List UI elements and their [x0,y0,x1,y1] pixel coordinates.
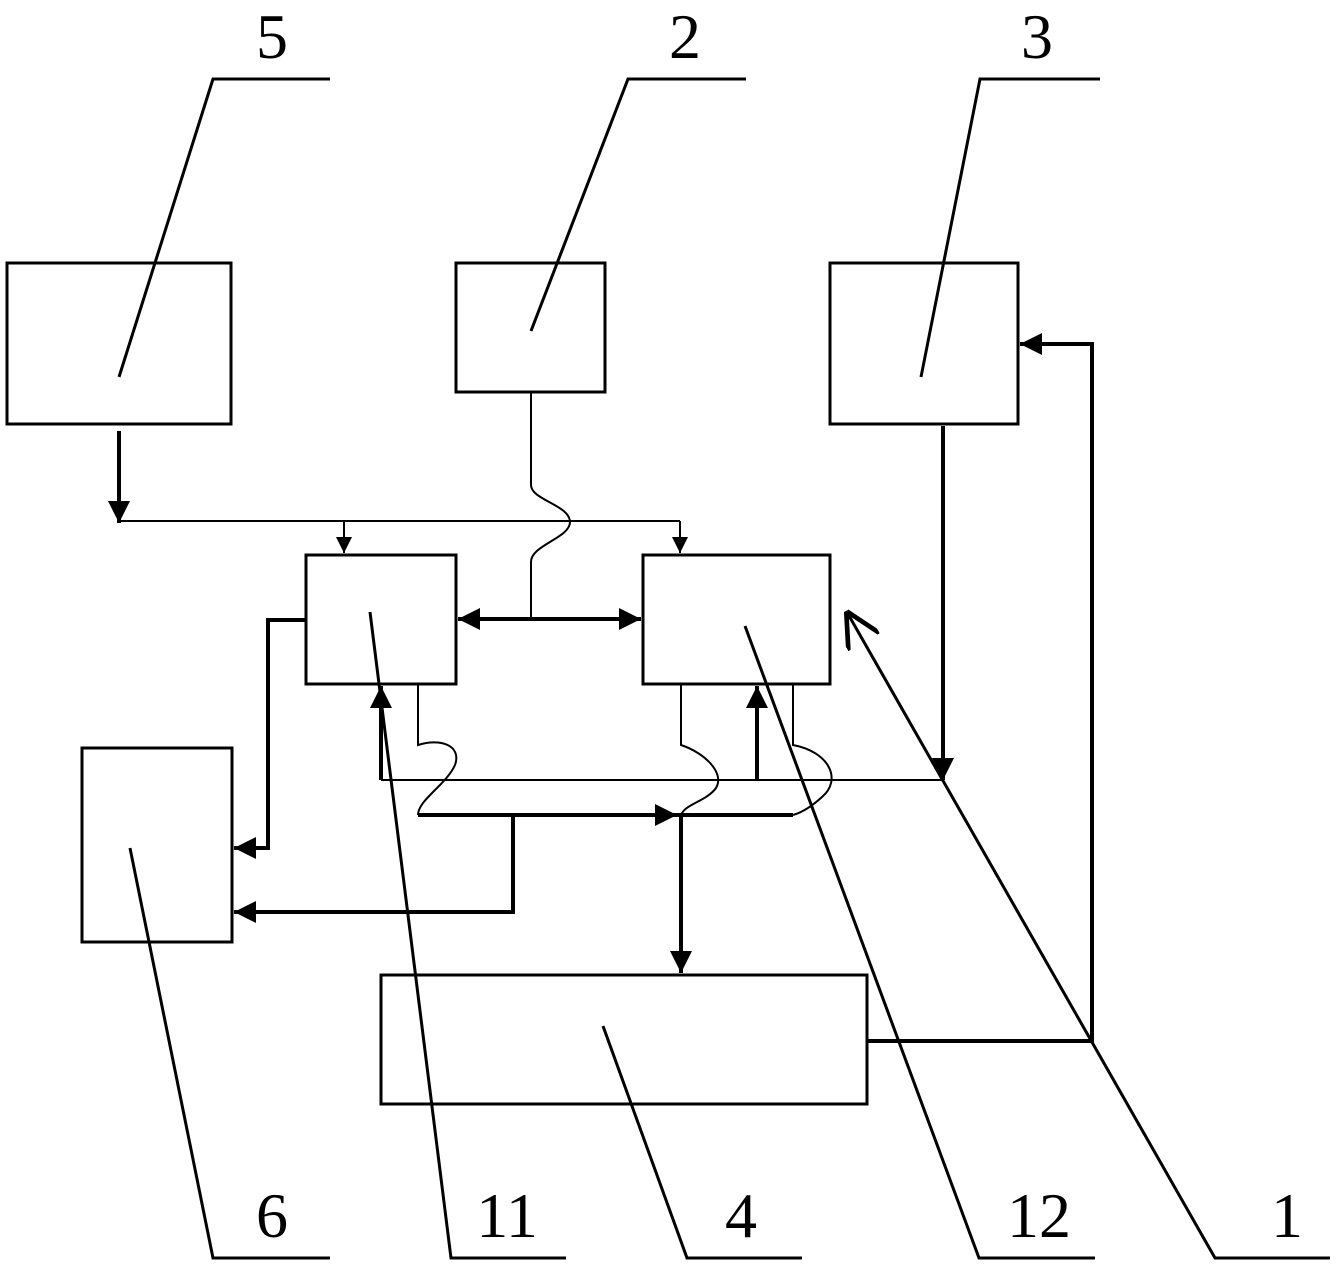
bus-from-5 [108,431,688,553]
block-11 [304,553,458,686]
block-5 [5,261,233,426]
link-from-2 [458,393,641,630]
label-12: 12 [1007,1180,1071,1251]
block-12 [641,553,832,686]
link-12-to-4 [670,685,719,973]
label-2: 2 [669,1,701,72]
label-4: 4 [725,1180,757,1251]
label-6: 6 [256,1180,288,1251]
output-bus [234,685,833,923]
label-1: 1 [1271,1180,1303,1251]
block-2 [454,261,607,394]
feedback-bus [370,686,943,781]
label-11: 11 [476,1180,538,1251]
label-3: 3 [1021,1,1053,72]
link-11-to-6 [234,618,306,859]
block-6 [80,746,234,944]
leader-lines [117,77,1330,1260]
block-3 [828,261,1020,426]
label-5: 5 [256,1,288,72]
loop-3-to-4 [867,333,1094,1043]
